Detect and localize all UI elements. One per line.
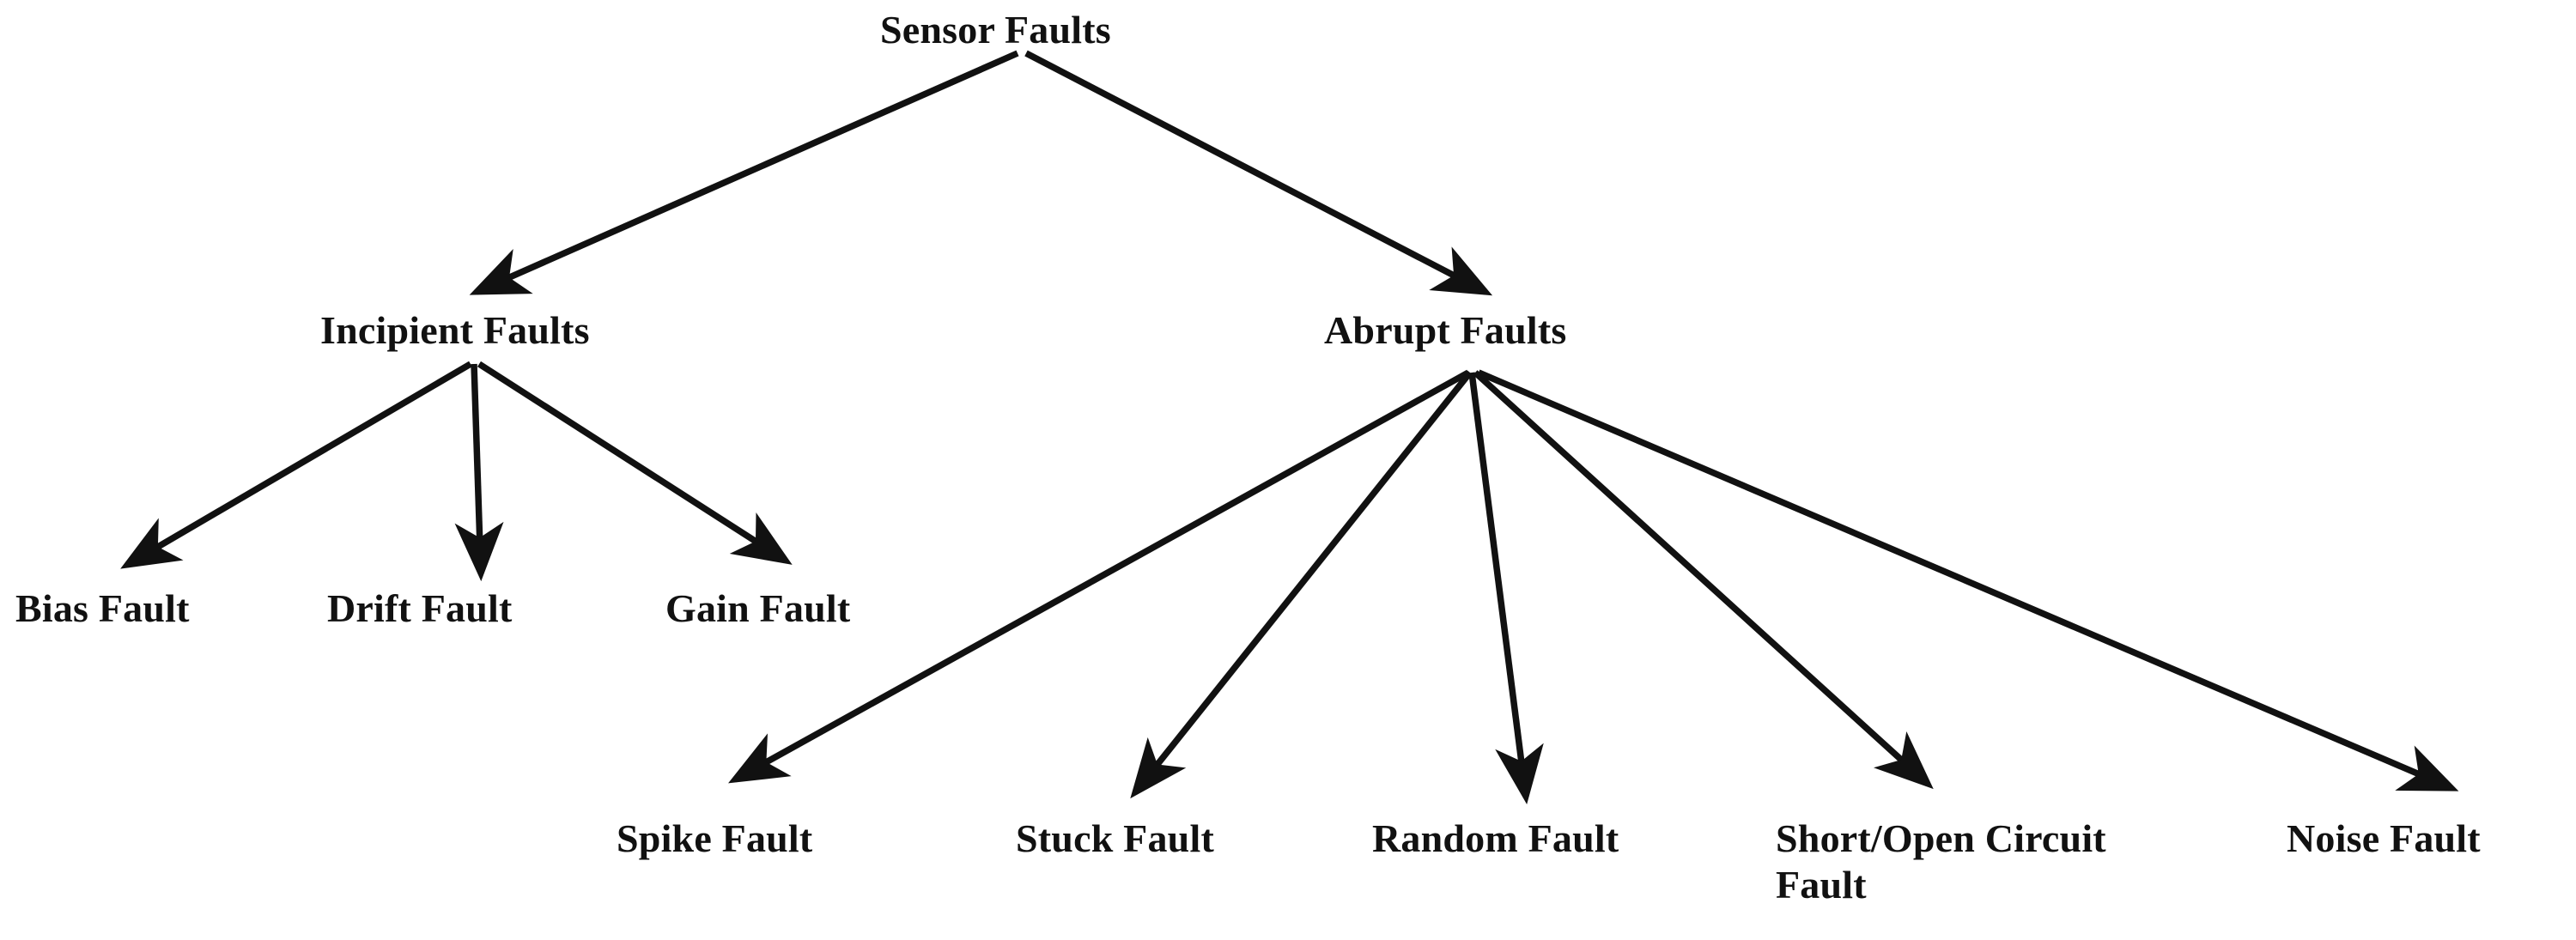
edge-root-abrupt	[1024, 50, 1493, 296]
node-sensor-faults[interactable]: Sensor Faults	[880, 8, 1111, 52]
node-incipient-faults[interactable]: Incipient Faults	[320, 308, 590, 352]
node-drift-fault[interactable]: Drift Fault	[327, 586, 513, 630]
edge-abrupt-short-open	[1473, 370, 1934, 790]
node-abrupt-faults[interactable]: Abrupt Faults	[1324, 308, 1567, 352]
node-spike-fault[interactable]: Spike Fault	[617, 816, 813, 860]
edge-incipient-drift	[454, 363, 504, 582]
node-gain-fault[interactable]: Gain Fault	[665, 586, 851, 630]
node-bias-fault[interactable]: Bias Fault	[15, 586, 190, 630]
node-short-open-circuit-fault[interactable]: Short/Open Circuit Fault	[1776, 816, 2106, 907]
node-noise-fault[interactable]: Noise Fault	[2287, 816, 2481, 860]
node-stuck-fault[interactable]: Stuck Fault	[1016, 816, 1214, 860]
edge-abrupt-noise	[1477, 369, 2459, 791]
edge-root-incipient	[469, 50, 1019, 295]
edge-abrupt-stuck	[1130, 370, 1473, 799]
node-random-fault[interactable]: Random Fault	[1372, 816, 1619, 860]
edge-incipient-gain	[477, 361, 793, 565]
edge-abrupt-random	[1468, 372, 1544, 805]
edge-abrupt-spike	[728, 369, 1470, 784]
edge-incipient-bias	[120, 361, 472, 569]
